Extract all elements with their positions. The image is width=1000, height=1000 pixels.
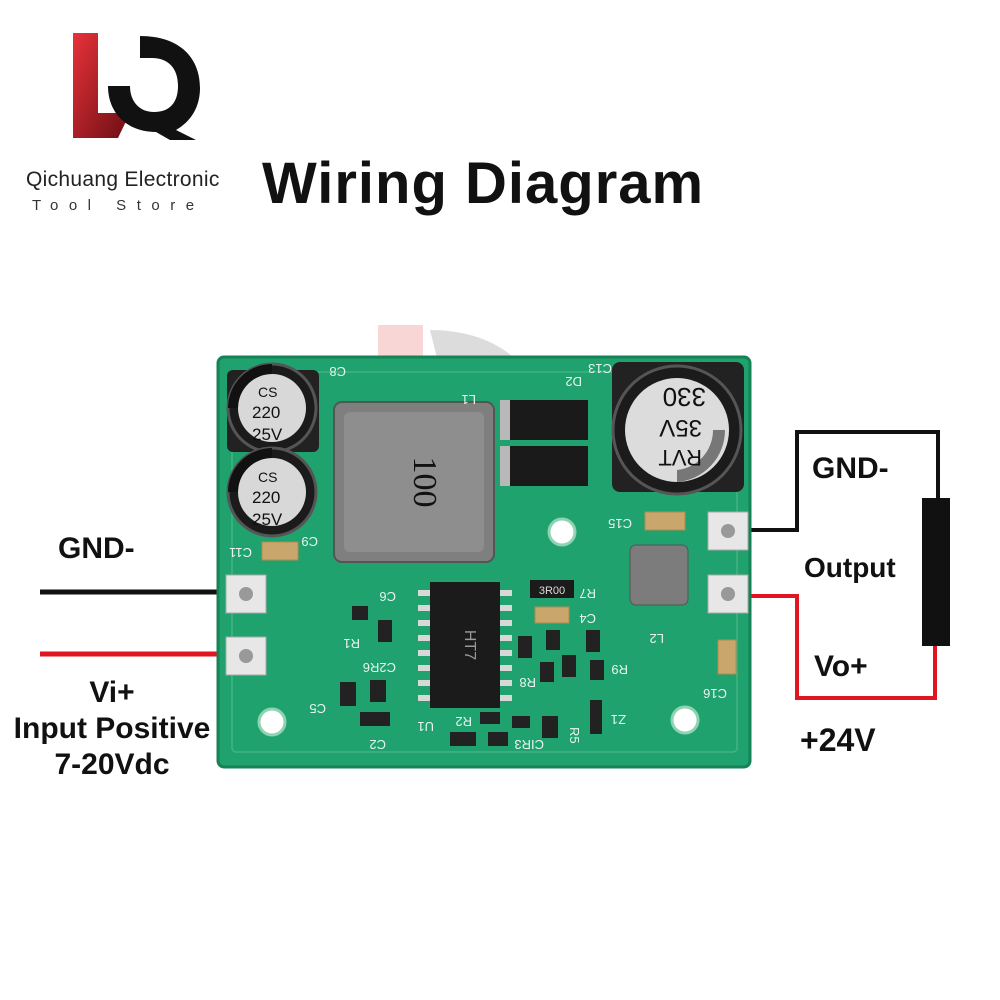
input-range-label: 7-20Vdc xyxy=(54,748,170,781)
resistor-marking: 3R00 xyxy=(539,585,565,597)
silk-r1: R1 xyxy=(343,636,360,651)
silk-c15: C15 xyxy=(608,516,632,531)
silk-z1: Z1 xyxy=(611,712,626,727)
silk-r8: R8 xyxy=(519,675,536,690)
cap-r-line1: RVT xyxy=(658,445,702,470)
cap-lt-line1: CS xyxy=(258,384,277,400)
input-positive-label: Input Positive xyxy=(13,712,211,745)
page-title: Wiring Diagram xyxy=(262,151,705,216)
silk-r5: R5 xyxy=(567,727,582,744)
silk-l1: L1 xyxy=(462,392,476,407)
output-label: Output xyxy=(804,552,896,583)
silk-c11: C11 xyxy=(229,545,252,560)
silk-c6: C6 xyxy=(379,589,396,604)
output-vo-label: Vo+ xyxy=(814,650,868,683)
brand-name: Qichuang Electronic xyxy=(26,168,220,191)
silk-c2r6: C2R6 xyxy=(363,660,396,675)
capacitor-left-bottom: CS 220 25V xyxy=(226,446,318,538)
output-voltage-label: +24V xyxy=(800,722,876,758)
resistor-r7 xyxy=(530,580,574,598)
cap-lb-line1: CS xyxy=(258,469,277,485)
mount-hole xyxy=(670,705,700,735)
output-gnd-wire xyxy=(745,430,940,532)
mount-hole xyxy=(547,517,577,547)
brand-logo-icon xyxy=(73,33,200,140)
capacitor-right: RVT 35V 330 xyxy=(611,362,744,496)
silk-c4: C4 xyxy=(579,611,596,626)
silk-l2: L2 xyxy=(650,631,664,646)
output-pads xyxy=(707,511,749,614)
silk-c8: C8 xyxy=(329,364,346,379)
output-vo-wire xyxy=(745,594,937,700)
inductor-l2 xyxy=(629,544,689,606)
diode-2 xyxy=(500,446,588,486)
cap-r-line2: 35V xyxy=(659,414,702,441)
input-vi-label: Vi+ xyxy=(89,676,135,709)
inductor-l1: 100 xyxy=(333,401,495,563)
diode-d2 xyxy=(500,400,588,440)
cap-lb-line2: 220 xyxy=(252,488,280,507)
silk-c5: C5 xyxy=(309,701,326,716)
cap-r-line3: 330 xyxy=(663,382,706,412)
silk-r9: R9 xyxy=(611,662,628,677)
silk-cir3: CIR3 xyxy=(514,737,544,752)
output-gnd-label: GND- xyxy=(812,452,889,485)
silk-r2: R2 xyxy=(455,714,472,729)
silk-r7: R7 xyxy=(579,586,596,601)
input-pads xyxy=(225,574,267,676)
cap-lt-line2: 220 xyxy=(252,403,280,422)
silk-c9: C9 xyxy=(301,534,318,549)
silk-u1: U1 xyxy=(417,719,434,734)
silk-c2: C2 xyxy=(369,737,386,752)
load-resistor xyxy=(922,498,950,646)
inductor-marking: 100 xyxy=(406,457,443,508)
cap-lt-line3: 25V xyxy=(252,425,283,444)
silk-c13: C13 xyxy=(588,361,612,376)
silk-d2: D2 xyxy=(565,374,582,389)
ic-u1: HT7 xyxy=(418,582,512,708)
brand-tagline: Tool Store xyxy=(32,197,205,214)
mount-hole xyxy=(257,707,287,737)
input-gnd-label: GND- xyxy=(58,532,135,565)
silk-c16: C16 xyxy=(703,686,727,701)
ic-marking: HT7 xyxy=(461,630,478,660)
cap-lb-line3: 25V xyxy=(252,510,283,529)
capacitor-left-top: CS 220 25V xyxy=(226,362,319,454)
